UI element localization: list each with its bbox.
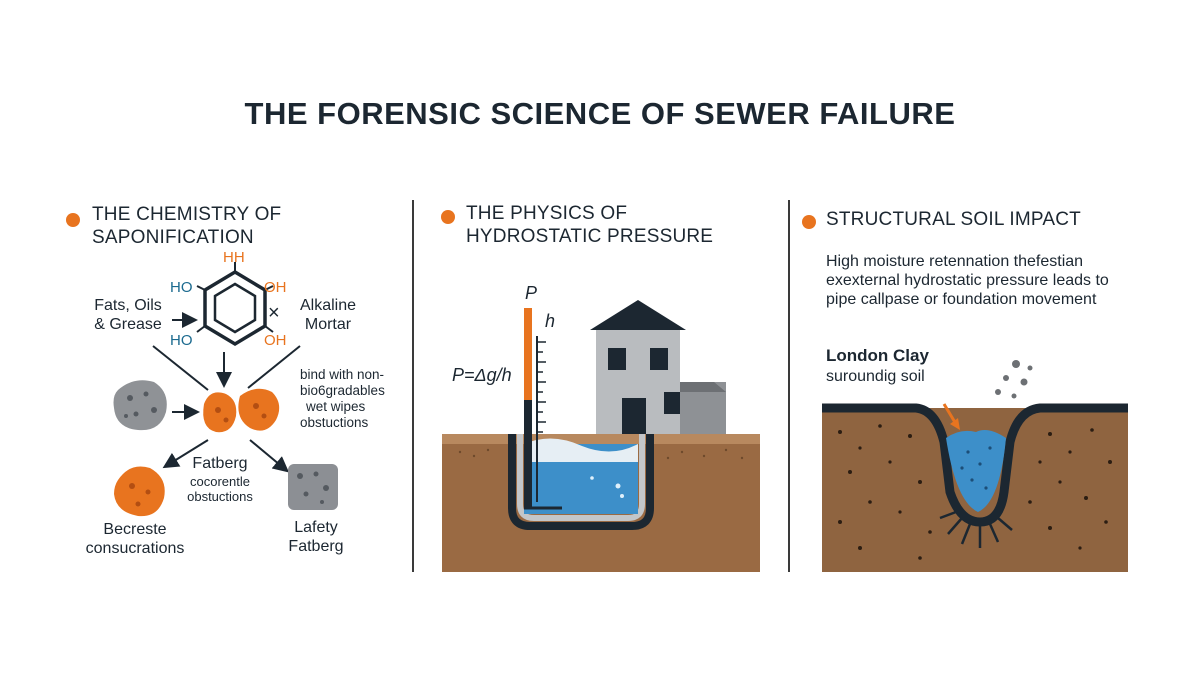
fatberg-blob-icon: [203, 388, 280, 433]
bottom-right-label: Lafety Fatberg: [276, 518, 356, 556]
desc-line2: exexternal hydrostatic pressure leads to: [826, 272, 1109, 289]
gray-rock-icon: [113, 380, 167, 431]
clay-sub: suroundig soil: [826, 368, 925, 385]
alkaline-label: Alkaline Mortar: [288, 296, 368, 334]
panel1-heading-line2: SAPONIFICATION: [92, 227, 254, 248]
alkaline-line1: Alkaline: [299, 297, 357, 314]
fatberg-label: Fatberg: [192, 455, 248, 472]
panel1-arrows: [152, 312, 301, 473]
orange-blob-icon: [114, 466, 165, 517]
panel1-heading: THE CHEMISTRY OF SAPONIFICATION: [92, 203, 281, 249]
bottom-right-line2: Fatberg: [288, 538, 344, 555]
fatberg-sub: cocorentle obstuctions: [170, 474, 270, 504]
ho-bottom-left: HO: [170, 332, 193, 349]
bullet-dot: [802, 215, 816, 229]
fatberg-sub1: cocorentle: [190, 474, 250, 489]
ho-top-left: HO: [170, 279, 193, 296]
hydrostatic-scene: [442, 300, 760, 572]
bullet-dot: [66, 213, 80, 227]
bullet-dot: [441, 210, 455, 224]
clay-label: London Clay: [826, 346, 929, 365]
bind-text: bind with non- bio6gradables wet wipes o…: [300, 367, 410, 431]
bottom-left-label: Becreste consucrations: [70, 520, 200, 558]
bind-line2: bio6gradables: [300, 383, 385, 398]
divider-right: [788, 200, 790, 572]
fog-line2: & Grease: [94, 316, 162, 333]
height-label: h: [545, 311, 556, 331]
panel2-heading: THE PHYSICS OF HYDROSTATIC PRESSURE: [466, 202, 713, 248]
oh-bottom-right: OH: [264, 332, 287, 349]
bottom-right-line1: Lafety: [294, 519, 338, 536]
alkaline-line2: Mortar: [304, 316, 352, 333]
bind-line3: wet wipes: [306, 399, 366, 414]
fog-label: Fats, Oils & Grease: [80, 296, 176, 334]
fog-line1: Fats, Oils: [94, 297, 162, 314]
bottom-left-line2: consucrations: [85, 540, 185, 557]
hexagon-molecule: [196, 262, 274, 347]
bind-line1: bind with non-: [300, 367, 385, 382]
panel2-heading-line2: HYDROSTATIC PRESSURE: [466, 226, 714, 247]
panel3-description: High moisture retennation thefestian exe…: [826, 252, 1166, 309]
formula-label: P=Δg/h: [452, 365, 512, 385]
gray-block-icon: [288, 464, 338, 510]
bottom-left-line1: Becreste: [103, 521, 167, 538]
desc-line1: High moisture retennation thefestian: [826, 253, 1084, 270]
bind-line4: obstuctions: [300, 415, 369, 430]
panel2-heading-line1: THE PHYSICS OF: [466, 203, 628, 224]
soil-scene: [822, 360, 1128, 572]
fatberg-sub2: obstuctions: [187, 489, 253, 504]
desc-line3: pipe callpase or foundation movement: [826, 291, 1097, 308]
oh-top-right: OH: [264, 279, 287, 296]
divider-left: [412, 200, 414, 572]
times-sign: ×: [268, 302, 280, 324]
pressure-label: P: [525, 283, 538, 303]
page-title: THE FORENSIC SCIENCE OF SEWER FAILURE: [244, 96, 956, 131]
molecule-top-label: HH: [223, 249, 245, 266]
panel3-heading: STRUCTURAL SOIL IMPACT: [826, 209, 1081, 230]
panel1-heading-line1: THE CHEMISTRY OF: [92, 204, 282, 225]
